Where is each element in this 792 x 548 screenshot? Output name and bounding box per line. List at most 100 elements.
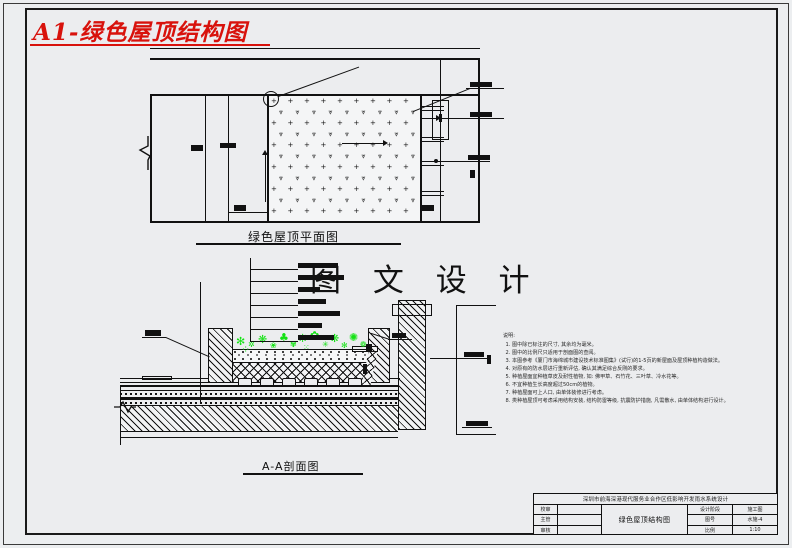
vegetation-symbol: ⩔ [411,152,415,160]
section-wall-cap [392,304,432,316]
vegetation-symbol: ⩔ [312,196,316,204]
vegetation-symbol: + [320,97,327,105]
plan-label-arrow-2 [436,115,441,121]
vegetation-symbol: ⩔ [361,174,366,182]
vegetation-symbol: ⩔ [279,174,283,182]
title-block-left-column: 校审主管审核 [534,505,602,535]
vegetation-symbol: + [337,185,343,193]
vegetation-symbol: + [386,185,393,193]
vegetation-symbol: ⩔ [378,108,382,116]
vegetation-symbol: + [320,163,327,171]
detail-callout-circle [263,91,279,107]
title-block-project: 深圳市前海深港现代服务业合作区低影响开发雨水系统设计 [534,494,777,505]
vegetation-symbol: ⩔ [378,174,382,182]
notes-list: 图中除已标注的尺寸, 其余均为毫米。图中的比例尺只适用于剖面图的查阅。本图参考《… [503,342,771,406]
plan-band-line [150,94,480,96]
vegetation-symbol: + [403,207,409,215]
vegetation-symbol: + [370,185,376,193]
section-right-label-mark-2 [487,355,491,364]
vegetation-symbol: + [386,97,393,105]
section-right-bottom-line [456,434,496,435]
section-layer-callouts [250,258,344,342]
vegetation-symbol: ⩔ [411,174,415,182]
section-caption-underline [243,473,363,475]
vegetation-symbol: + [403,163,409,171]
plan-right-line [478,58,480,223]
section-vapour-barrier [120,402,398,404]
title-block-row-key: 主管 [534,515,558,525]
plan-grille-line-6 [422,165,444,166]
vegetation-symbol: ⩔ [345,196,349,204]
plan-grille-line-1 [422,106,444,107]
section-concrete-slab [120,405,398,432]
section-left-label-bar [145,330,161,336]
vegetation-symbol: ⩔ [279,152,283,160]
vegetation-symbol: + [271,185,277,193]
plan-label-dot-3 [434,159,438,163]
title-block-row-value: 1:10 [749,527,761,534]
section-planting-soil-layer [233,349,368,363]
plan-grille-line-3 [422,137,444,138]
vegetation-symbol: ⩔ [345,152,349,160]
vegetation-symbol: + [353,207,360,215]
vegetation-symbol: ⩔ [361,196,366,204]
plan-marker-rule [228,212,268,213]
plan-grid-line-d [420,94,422,222]
drainage-cell [326,378,340,385]
section-paver [142,376,172,380]
drainage-cell [260,378,274,385]
vegetation-symbol: + [320,185,327,193]
vegetation-symbol: ⩔ [394,130,399,138]
plan-label-leader-2 [420,118,466,119]
title-block-row-key: 图号 [688,515,733,525]
plan-grille-line-7 [422,191,444,192]
title-block-row: 校审 [534,505,601,516]
plan-grille-line-2 [422,110,444,111]
vegetation-symbol: ⩔ [378,152,382,160]
plan-caption-underline [196,243,401,245]
plan-label-mark-3 [470,170,475,178]
plan-marker-bottom-left [234,205,246,211]
vegetation-symbol: + [287,207,294,215]
vegetation-symbol: ⩔ [345,130,349,138]
vegetation-symbol: ⩔ [411,130,415,138]
vegetation-symbol: ⩔ [312,108,316,116]
vegetation-symbol: ⩔ [295,196,300,204]
title-block-row-value [558,515,601,524]
vegetation-symbol: ⩔ [394,108,399,116]
section-right-top-line [456,305,496,306]
vegetation-symbol: ⩔ [312,130,316,138]
vegetation-symbol: + [304,163,310,171]
title-block-row-value: 施工图 [747,507,763,514]
plan-label-bar-3 [468,155,490,160]
section-gravel-top [390,378,400,379]
plan-inner-label-bar [220,143,236,148]
title-block-row-value: 水施-4 [747,517,763,524]
vegetation-symbol: + [337,119,343,127]
title-block-row: 审核 [534,525,601,535]
plan-label-rule-1 [466,88,504,89]
vegetation-symbol: + [287,119,294,127]
vegetation-symbol: + [304,97,310,105]
plan-bottom-line [150,221,480,223]
drainage-cell [238,378,252,385]
vegetation-symbol: ⩔ [328,130,333,138]
vegetation-symbol: + [386,141,393,149]
vegetation-symbol: ⩔ [328,108,333,116]
vegetation-symbol: ⩔ [295,130,300,138]
plan-view-caption: 绿色屋顶平面图 [248,230,340,244]
section-downpipe [363,364,367,374]
vegetation-hatch-area: +++++++++⩔⩔⩔⩔⩔⩔⩔⩔⩔+++++++++⩔⩔⩔⩔⩔⩔⩔⩔⩔++++… [269,96,420,221]
section-walkway-top [120,378,208,379]
vegetation-symbol: + [271,207,277,215]
title-block-row: 图号 水施-4 [688,515,777,526]
title-block-row-value [558,505,601,514]
vegetation-symbol: + [386,207,393,215]
section-left-label-rule [142,337,166,338]
section-right-label-leader-2 [430,358,460,359]
section-exterior-wall [398,300,426,430]
section-deck-top-line [120,385,398,387]
section-right-label-bar-3 [466,421,488,426]
